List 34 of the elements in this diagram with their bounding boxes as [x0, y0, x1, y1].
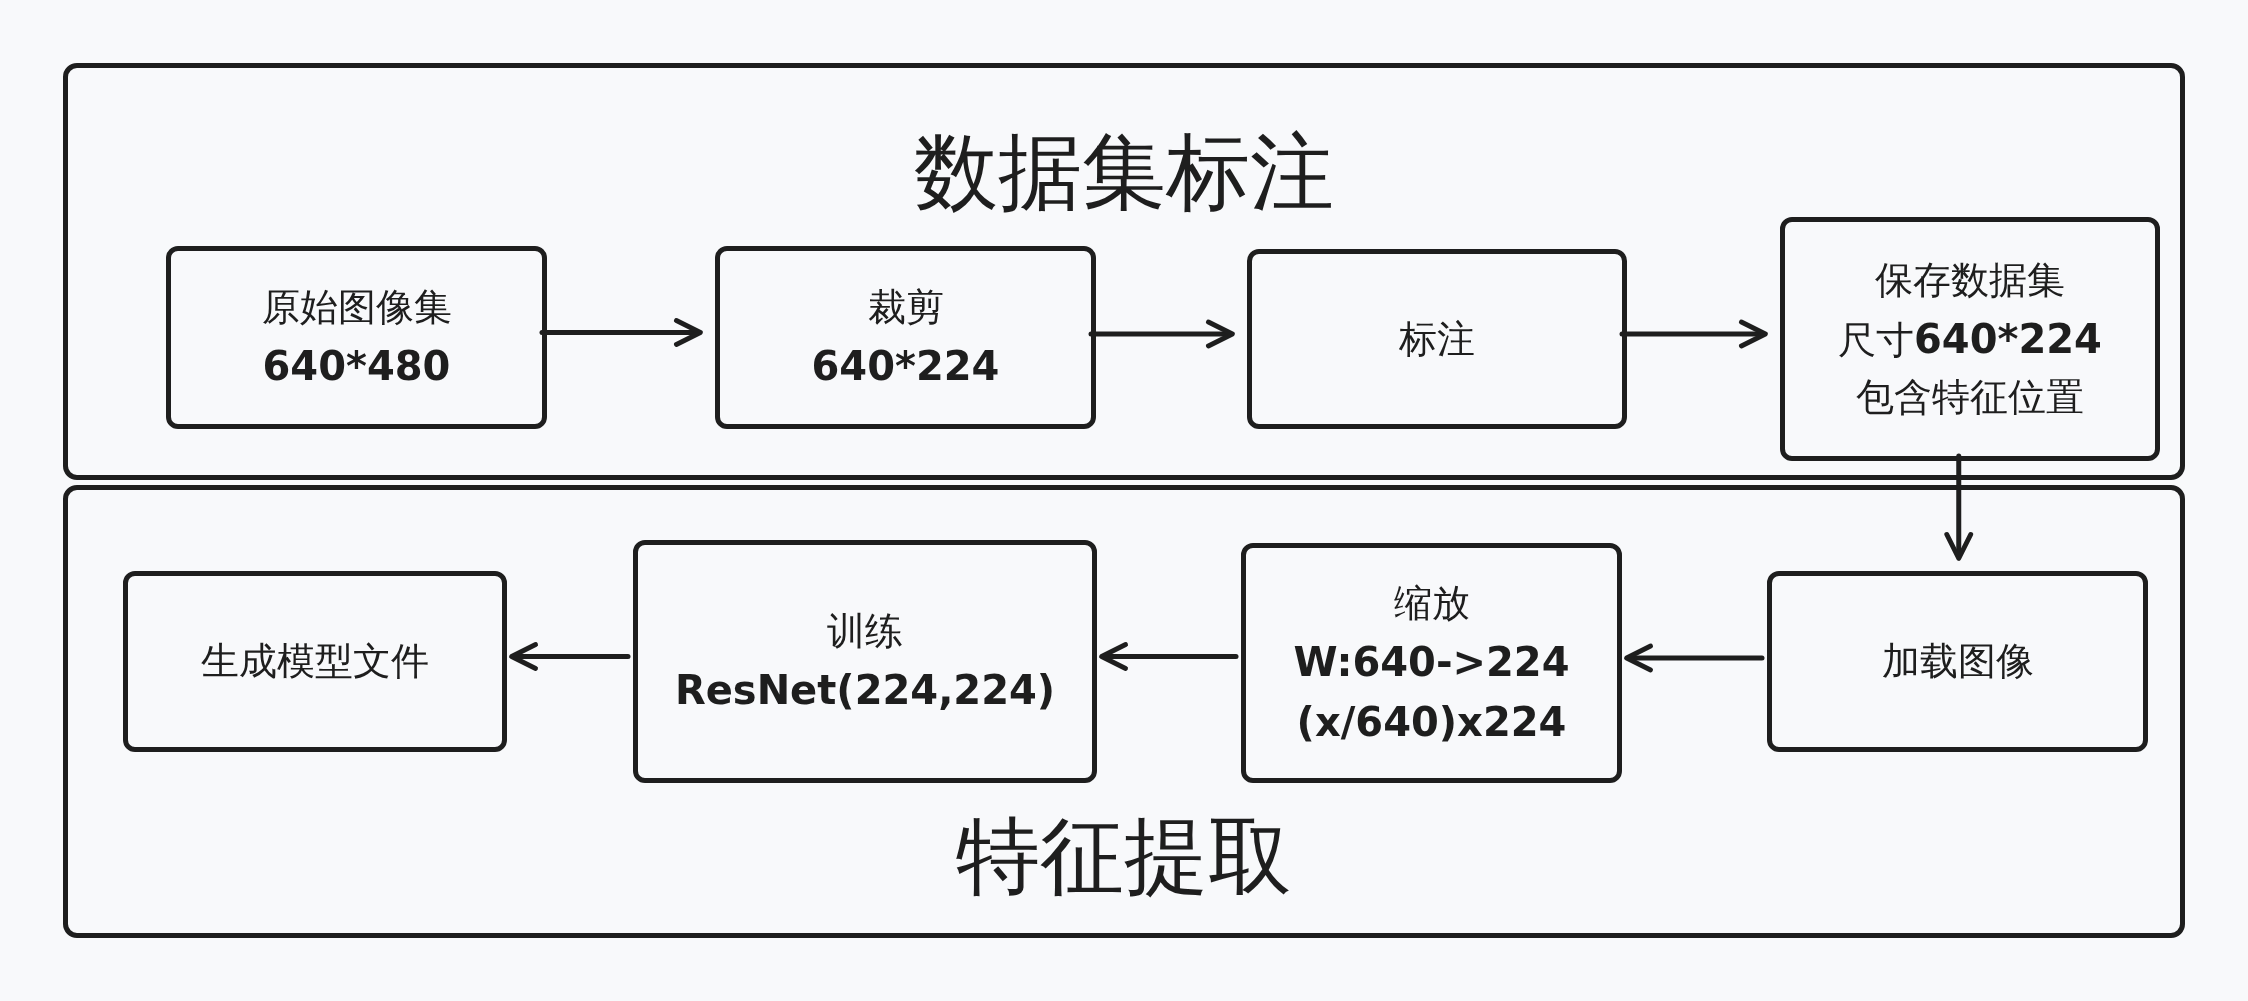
process-box — [1780, 217, 2160, 461]
box-label: 原始图像集 — [261, 284, 452, 331]
group-panel — [63, 63, 2185, 480]
box-label: 生成模型文件 — [201, 638, 429, 685]
process-box — [123, 571, 507, 752]
box-label: ResNet(224,224) — [674, 666, 1056, 715]
box-label: 裁剪 — [867, 284, 944, 331]
box-label: 640*480 — [262, 342, 451, 391]
box-label: 保存数据集 — [1875, 257, 2065, 304]
arrow — [509, 642, 631, 671]
arrow — [1088, 319, 1235, 349]
process-box — [1247, 249, 1627, 429]
arrow — [1619, 319, 1768, 349]
box-label: 包含特征位置 — [1856, 374, 2084, 421]
box-label: 640*224 — [811, 342, 1000, 391]
arrow — [1624, 643, 1765, 673]
process-box — [1241, 543, 1622, 783]
box-label: 训练 — [827, 608, 903, 655]
box-label: (x/640)x224 — [1296, 697, 1567, 747]
process-box — [166, 246, 547, 429]
box-label: W:640->224 — [1293, 637, 1570, 687]
process-box — [1767, 571, 2148, 752]
arrow — [1944, 453, 1974, 561]
box-label: 尺寸640*224 — [1838, 315, 2102, 364]
box-label: 标注 — [1399, 315, 1475, 363]
group-panel — [63, 485, 2185, 938]
panel-title: 特征提取 — [955, 810, 1293, 903]
panel-title: 数据集标注 — [913, 126, 1335, 219]
process-box — [715, 246, 1096, 429]
arrow — [1099, 642, 1239, 671]
box-label: 加载图像 — [1881, 638, 2034, 685]
box-label: 缩放 — [1393, 579, 1470, 627]
process-box — [633, 540, 1097, 783]
arrow — [539, 318, 703, 347]
